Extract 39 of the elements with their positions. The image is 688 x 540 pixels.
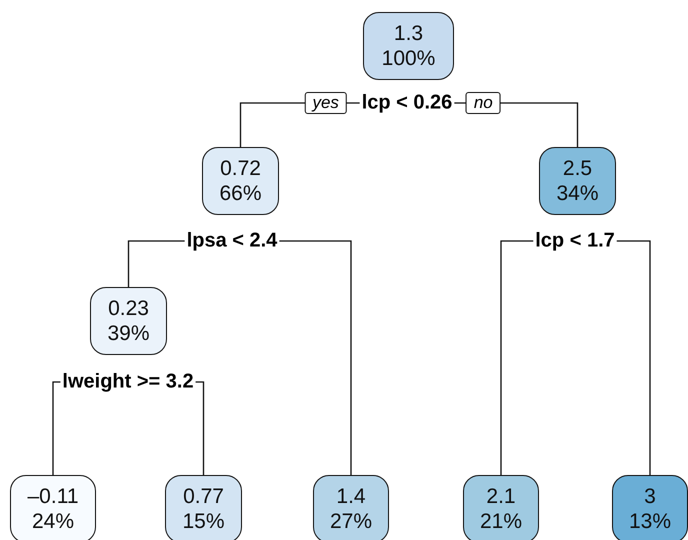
- node-value: 2.1: [486, 484, 516, 509]
- node-percent: 15%: [182, 509, 225, 534]
- tree-branch-line: [616, 240, 651, 475]
- edge-label: no: [466, 92, 501, 114]
- tree-branch-line: [128, 240, 185, 287]
- edge-label: yes: [304, 92, 347, 114]
- node-value: 1.3: [394, 20, 424, 46]
- split-rule: lcp < 1.7: [533, 230, 617, 252]
- node-percent: 39%: [107, 321, 150, 346]
- node-percent: 24%: [32, 509, 74, 534]
- tree-node-box: [202, 147, 279, 215]
- tree-node-box: [10, 475, 96, 540]
- split-rule: lcp < 0.26: [360, 92, 454, 114]
- node-percent: 66%: [219, 181, 262, 206]
- node-percent: 34%: [556, 181, 599, 206]
- node-percent: 100%: [382, 46, 436, 72]
- tree-node-box: [539, 147, 616, 215]
- tree-branch-line: [500, 240, 534, 475]
- node-value: 0.72: [220, 156, 261, 181]
- node-value: –0.11: [28, 484, 78, 509]
- tree-branch-line: [196, 381, 204, 475]
- node-value: 0.77: [183, 484, 224, 509]
- tree-node-box: [612, 475, 688, 540]
- split-rule: lpsa < 2.4: [184, 230, 280, 252]
- node-value: 2.5: [562, 156, 592, 181]
- node-value: 1.4: [336, 484, 366, 509]
- node-value: 3: [644, 484, 656, 509]
- tree-branch-line: [279, 240, 352, 475]
- node-percent: 13%: [628, 509, 672, 534]
- tree-node-box: [313, 475, 389, 540]
- tree-branch-line: [52, 381, 60, 475]
- node-value: 0.23: [108, 296, 149, 321]
- tree-node-box: [165, 475, 242, 540]
- tree-node-box: [363, 12, 454, 80]
- split-rule: lweight >= 3.2: [60, 370, 196, 394]
- node-percent: 27%: [330, 509, 372, 534]
- tree-node-box: [90, 287, 167, 355]
- node-percent: 21%: [480, 509, 522, 534]
- tree-node-box: [463, 475, 539, 540]
